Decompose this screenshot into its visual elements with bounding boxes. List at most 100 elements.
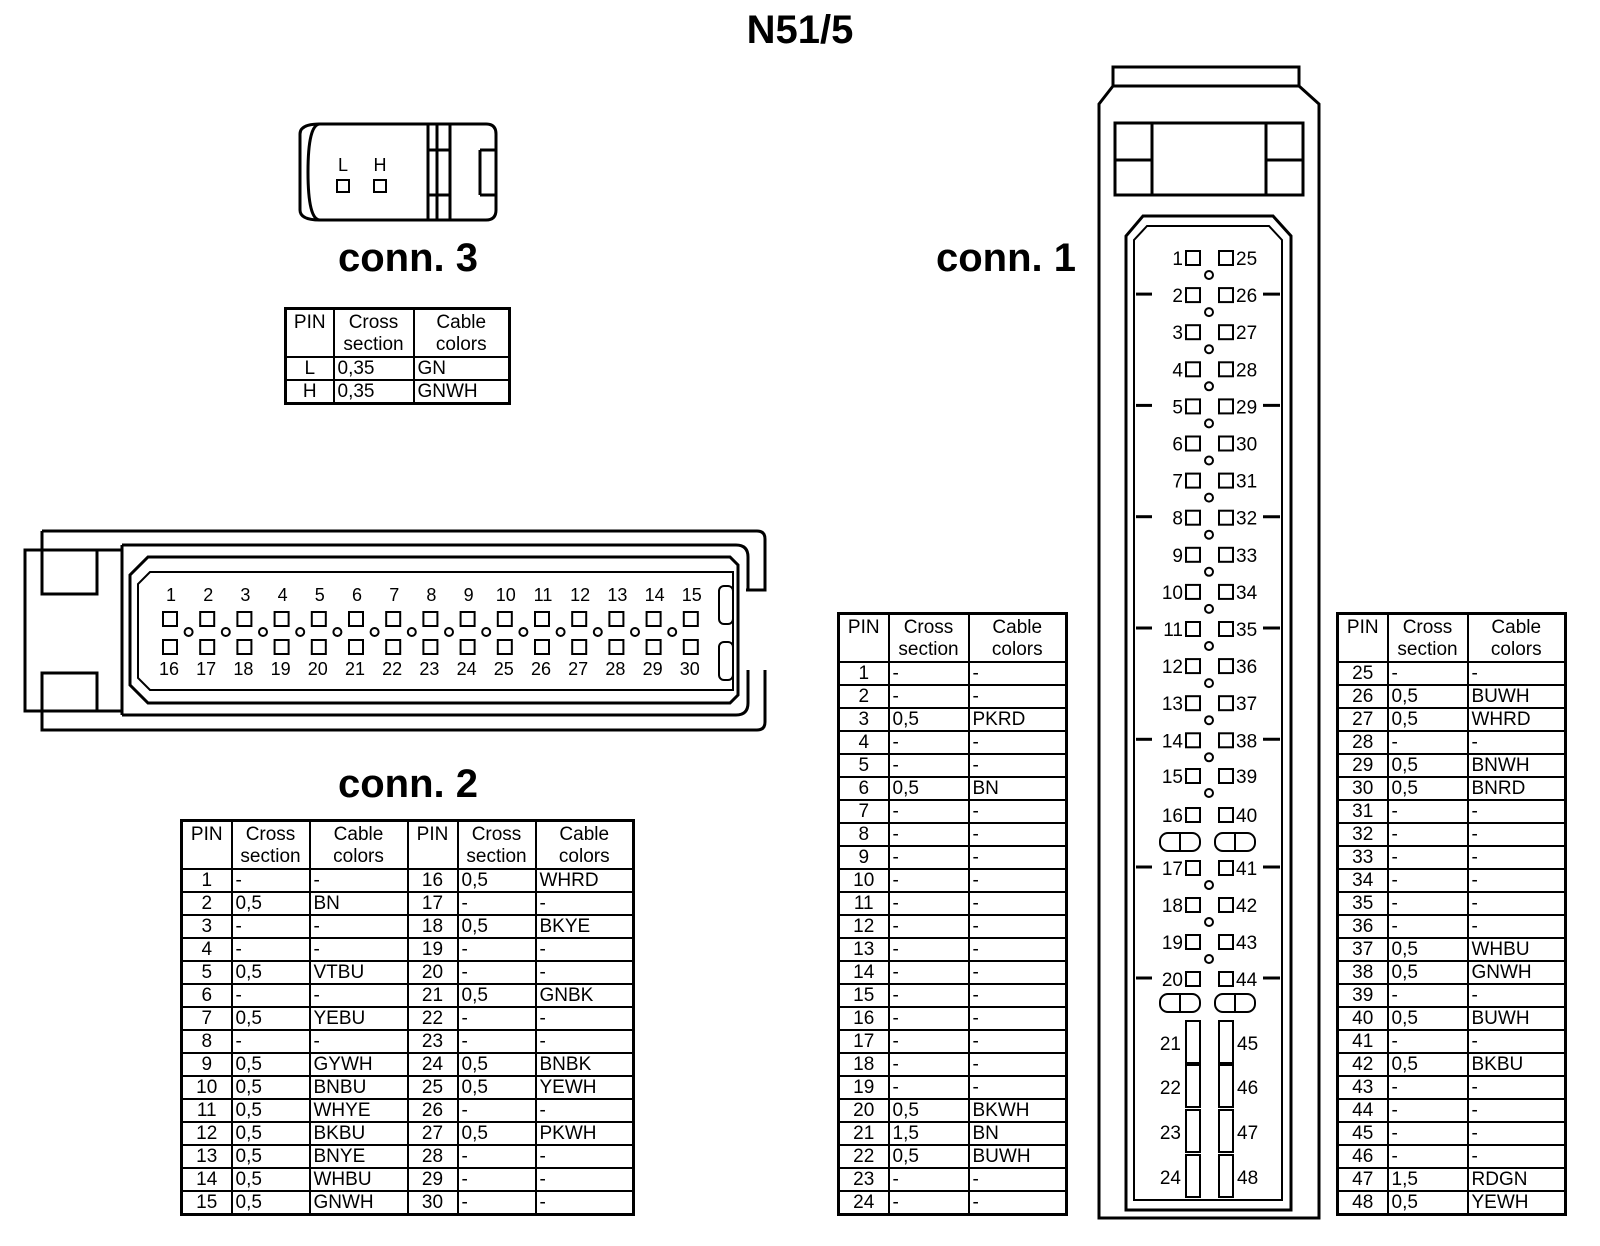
cross-section-cell: - [887,1029,970,1054]
table-row: 2-- [837,684,1068,709]
conn2-pin-number: 20 [308,659,328,679]
conn2-pin-contact [682,611,699,627]
conn1-pin-number: 2 [1172,286,1183,307]
table-row: 34-- [1336,868,1567,893]
conn2-pin-number: 2 [203,585,213,605]
conn2-pin-contact [236,639,253,655]
conn1-pin-number: 33 [1236,546,1257,567]
conn1-pin-hole [1204,752,1214,763]
cable-colors-header: Cable colors [412,307,511,358]
cross-section-cell: - [1386,868,1469,893]
cross-section-cell: - [456,1029,537,1054]
cross-section-cell: - [887,868,970,893]
cross-section-cell: 0,5 [1386,937,1469,962]
cable-color-cell: - [308,1029,409,1054]
table-row: 46-- [1336,1144,1567,1169]
cable-color-cell: GNWH [1466,960,1567,985]
table-row: 39-- [1336,983,1567,1008]
conn1-pin-contact [1218,583,1234,600]
conn3-pin-label: L [338,155,348,175]
conn2-pin-contact [534,611,550,627]
cross-section-cell: - [1386,1075,1469,1100]
conn1-label: conn. 1 [936,236,1077,280]
pin-cell: 1 [837,661,890,686]
cable-color-cell: WHBU [308,1167,409,1192]
cross-section-cell: - [1386,891,1469,916]
conn2-pin-number: 11 [534,585,553,605]
pin-cell: 8 [180,1029,233,1054]
cable-color-cell: BKYE [534,914,635,939]
conn3-housing [298,122,498,222]
conn1-pin-number: 7 [1172,472,1183,493]
table-row: 14-- [837,960,1068,985]
pin-cell: 16 [406,868,459,893]
cross-section-cell: 0,5 [230,1006,311,1031]
cable-color-cell: - [967,753,1068,778]
pin-cell: L [284,356,335,381]
pin-cell: 12 [180,1121,233,1146]
pin-cell: 10 [837,868,890,893]
cross-section-cell: 0,5 [1386,776,1469,801]
conn2-pin-contact [496,639,513,655]
cable-color-cell: - [967,937,1068,962]
table-row: 28-- [1336,730,1567,755]
cable-color-cell: BKBU [308,1121,409,1146]
conn2-pin-contact [310,639,327,655]
conn1-pin-hole [1204,788,1214,798]
cable-color-cell: GYWH [308,1052,409,1077]
pin-cell: 35 [1336,891,1389,916]
conn1-pin-number: 10 [1162,583,1183,604]
conn2-pin-contact [645,611,662,627]
cable-color-cell: - [534,1098,635,1123]
cross-section-header: Cross section [1386,612,1469,663]
pin-cell: 42 [1336,1052,1389,1077]
cross-section-cell: - [1386,822,1469,847]
conn1-pin-contact [1218,435,1234,452]
pin-cell: 34 [1336,868,1389,893]
pin-cell: 15 [837,983,890,1008]
conn2-pin-contact [273,639,290,655]
cable-color-cell: - [534,937,635,962]
conn2-pin-hole [555,627,566,637]
pin-cell: 9 [837,845,890,870]
cable-color-cell: - [967,891,1068,916]
conn1-pin-contact [1218,324,1234,341]
cross-section-header: Cross section [887,612,970,663]
table-row: 19-- [837,1075,1068,1100]
conn2-pin-number: 15 [682,585,702,605]
conn1-pin-contact [1185,324,1201,341]
pin-cell: 16 [837,1006,890,1031]
pin-cell: 1 [180,868,233,893]
cable-color-cell: - [967,983,1068,1008]
cable-color-cell: BN [967,1121,1068,1146]
cable-color-cell: - [534,1190,635,1216]
conn1-pin-contact [1185,287,1201,304]
pin-cell: 2 [180,891,233,916]
cable-color-cell: BKWH [967,1098,1068,1123]
cable-color-cell: - [308,868,409,893]
table-row: 13-- [837,937,1068,962]
pin-cell: 21 [837,1121,890,1146]
cable-color-cell: - [1466,661,1567,686]
conn1-pin-contact [1185,546,1201,563]
cross-section-cell: - [887,753,970,778]
cable-color-cell: - [967,1167,1068,1192]
conn1-pin-hole [1204,455,1214,466]
cable-color-cell: - [967,868,1068,893]
cable-color-cell: BUWH [1466,684,1567,709]
cross-section-cell: 0,35 [332,356,415,381]
conn2-pin-number: 29 [643,659,663,679]
pin-cell: 46 [1336,1144,1389,1169]
cable-color-cell: BNWH [1466,753,1567,778]
cable-color-cell: WHBU [1466,937,1567,962]
conn2-pin-hole [295,627,306,637]
conn2-pin-hole [332,627,343,637]
conn1-pin-number: 22 [1160,1078,1181,1099]
conn3-pin-H [373,179,387,193]
pin-cell: 17 [837,1029,890,1054]
cross-section-cell: - [1386,799,1469,824]
conn1-power-contact [1218,1020,1234,1064]
cable-color-cell: WHRD [534,868,635,893]
